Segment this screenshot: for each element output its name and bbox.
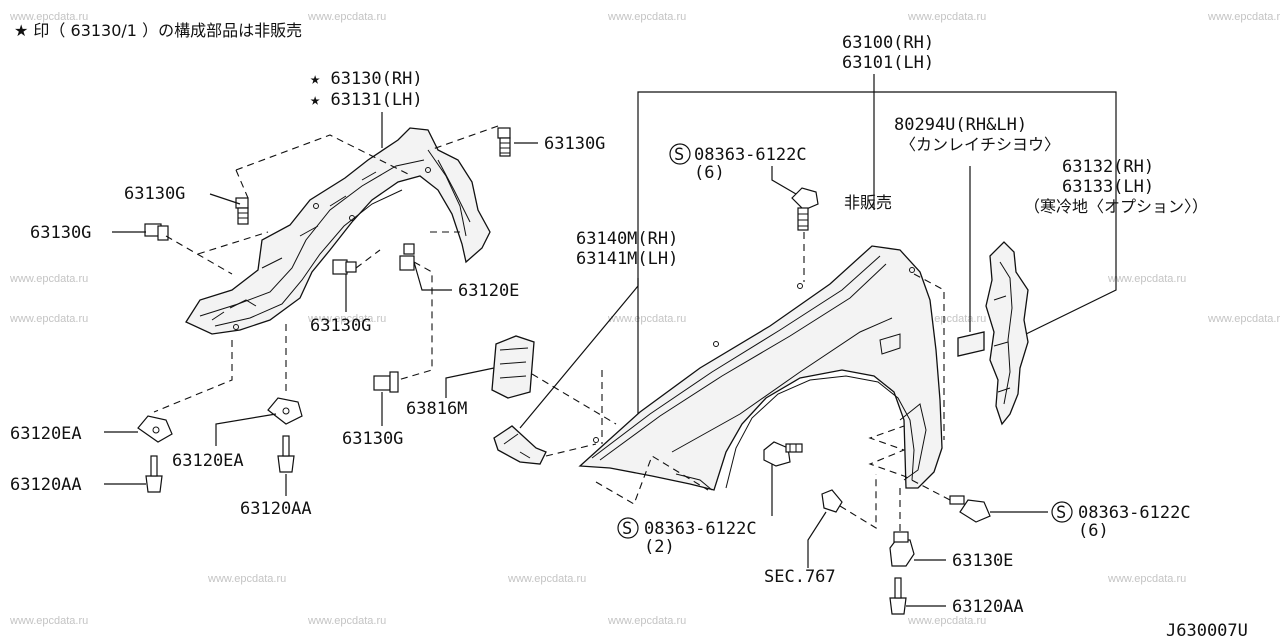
clip-63130g-label: 63130G: [30, 223, 91, 243]
nut-63120e-label: 63120E: [458, 281, 519, 301]
bracket-rh-label: 63140M(RH): [576, 229, 678, 249]
watermark: www.epcdata.ru: [607, 313, 686, 325]
protector-rh-label: ★ 63130(RH): [310, 69, 423, 89]
bolt-08363-6122c-right[interactable]: [949, 495, 991, 523]
watermark: www.epcdata.ru: [9, 11, 88, 23]
nut-63120ea-mid[interactable]: [267, 397, 303, 425]
nut-63120ea-label: 63120EA: [10, 424, 82, 444]
bolt-bottom-label: 08363-6122C: [644, 519, 757, 539]
s-symbol: S: [1051, 501, 1073, 523]
fender-lh-label: 63101(LH): [842, 53, 934, 73]
fender-rh-label: 63100(RH): [842, 33, 934, 53]
clip-63130g-mid[interactable]: [332, 259, 357, 275]
nut-63120ea-left[interactable]: [137, 415, 173, 443]
watermark: www.epcdata.ru: [307, 11, 386, 23]
screw-63120aa-left[interactable]: [145, 455, 163, 493]
s-symbol: S: [669, 143, 691, 165]
bolt-top-label: 08363-6122C: [694, 145, 807, 165]
watermark: www.epcdata.ru: [207, 573, 286, 585]
screw-63120aa-label: 63120AA: [952, 597, 1024, 617]
watermark: www.epcdata.ru: [9, 273, 88, 285]
label-80294u[interactable]: [957, 331, 985, 357]
clip-63130g-upper-left[interactable]: [235, 197, 249, 225]
bolt-top-qty: (6): [694, 163, 725, 183]
cover-rh-label: 63132(RH): [1062, 157, 1154, 177]
cover-lh-label: 63133(LH): [1062, 177, 1154, 197]
clip-63130g-label: 63130G: [310, 316, 371, 336]
seal-label: 63816M: [406, 399, 467, 419]
clip-63130g-bottom[interactable]: [373, 371, 399, 393]
label-part-label: 80294U(RH&LH): [894, 115, 1027, 135]
clip-63130g-label: 63130G: [342, 429, 403, 449]
watermark: www.epcdata.ru: [1207, 11, 1280, 23]
nut-63130e[interactable]: [889, 531, 915, 567]
bolt-bottom-qty: (2): [644, 537, 675, 557]
sec-767-bracket[interactable]: [821, 489, 843, 513]
label-desc-label: 〈カンレイチシヨウ〉: [900, 135, 1060, 154]
watermark: www.epcdata.ru: [507, 573, 586, 585]
nut-63120ea-label: 63120EA: [172, 451, 244, 471]
fender-protector[interactable]: [185, 127, 491, 335]
bracket-lh-label: 63141M(LH): [576, 249, 678, 269]
screw-63120aa-label: 63120AA: [10, 475, 82, 495]
watermark: www.epcdata.ru: [607, 615, 686, 627]
s-symbol: S: [617, 517, 639, 539]
protector-lh-label: ★ 63131(LH): [310, 90, 423, 110]
clip-63130g-left[interactable]: [144, 223, 169, 241]
watermark: www.epcdata.ru: [1207, 313, 1280, 325]
nut-63120e[interactable]: [399, 243, 415, 271]
watermark: www.epcdata.ru: [307, 313, 386, 325]
watermark: www.epcdata.ru: [607, 11, 686, 23]
cover-note-label: （寒冷地〈オプション〉）: [1024, 197, 1208, 216]
diagram-code: J630007U: [1166, 621, 1248, 640]
svg-text:S: S: [622, 519, 632, 539]
section-label: SEC.767: [764, 567, 836, 587]
screw-63120aa-label: 63120AA: [240, 499, 312, 519]
fender-bracket[interactable]: [493, 425, 547, 465]
bolt-08363-6122c-top[interactable]: [791, 187, 819, 231]
watermark: www.epcdata.ru: [9, 615, 88, 627]
watermark: www.epcdata.ru: [907, 11, 986, 23]
bolt-right-label: 08363-6122C: [1078, 503, 1191, 523]
watermark: www.epcdata.ru: [1107, 573, 1186, 585]
watermark: www.epcdata.ru: [9, 313, 88, 325]
watermark: www.epcdata.ru: [307, 615, 386, 627]
svg-text:S: S: [1056, 503, 1066, 523]
clip-63130g-label: 63130G: [124, 184, 185, 204]
clip-63130g-top[interactable]: [497, 127, 511, 157]
watermark: www.epcdata.ru: [1107, 273, 1186, 285]
seal-63816m[interactable]: [491, 335, 535, 399]
watermark: www.epcdata.ru: [907, 615, 986, 627]
screw-63120aa-right[interactable]: [889, 577, 907, 615]
front-fender[interactable]: [578, 245, 943, 491]
svg-text:S: S: [674, 145, 684, 165]
clip-63130g-label: 63130G: [544, 134, 605, 154]
bolt-right-qty: (6): [1078, 521, 1109, 541]
not-for-sale-label: 非販売: [844, 193, 892, 212]
screw-63120aa-mid[interactable]: [277, 435, 295, 473]
header-note: ★ 印（ 63130/1 ）の構成部品は非販売: [14, 21, 302, 40]
fender-cover-63132[interactable]: [985, 241, 1029, 426]
bolt-08363-6122c-bottom[interactable]: [763, 441, 803, 467]
nut-63130e-label: 63130E: [952, 551, 1013, 571]
